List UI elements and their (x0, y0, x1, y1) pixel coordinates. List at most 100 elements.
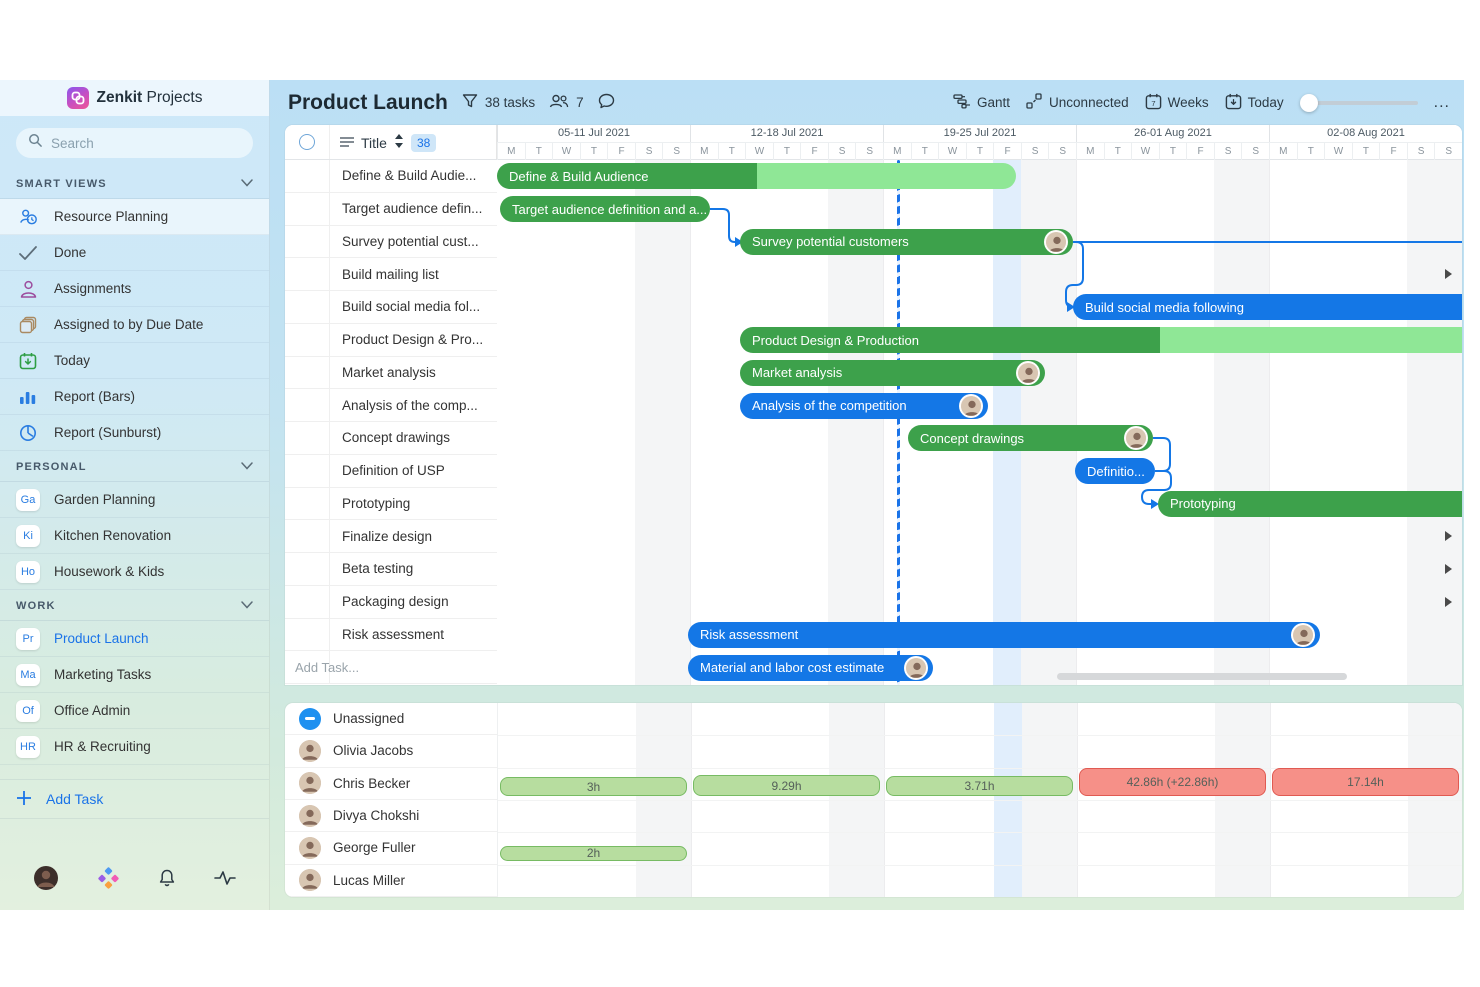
add-task-inline[interactable]: Add Task... (295, 659, 360, 675)
offscreen-task-arrow[interactable] (1445, 531, 1452, 542)
filter-funnel-icon[interactable] (462, 93, 478, 112)
task-row[interactable]: Target audience defin... (285, 192, 497, 226)
sidebar-item-report-bars-[interactable]: Report (Bars) (0, 379, 269, 415)
task-name[interactable]: Build social media fol... (342, 299, 481, 315)
task-name[interactable]: Definition of USP (342, 463, 445, 479)
task-name[interactable]: Product Design & Pro... (342, 332, 484, 348)
task-checkbox-cell[interactable] (285, 422, 330, 454)
sidebar-item-assignments[interactable]: Assignments (0, 271, 269, 307)
task-row[interactable]: Finalize design (285, 520, 497, 553)
add-task-button[interactable]: Add Task (0, 779, 269, 819)
toolbar-gantt-button[interactable]: Gantt (953, 93, 1010, 112)
offscreen-task-arrow[interactable] (1445, 596, 1452, 607)
task-checkbox-cell[interactable] (285, 454, 330, 487)
task-checkbox-cell[interactable] (285, 356, 330, 389)
resource-row[interactable]: Lucas Miller (285, 865, 497, 897)
assignee-avatar[interactable] (1016, 360, 1040, 385)
activity-pulse-icon[interactable] (214, 869, 237, 892)
toolbar-today-button[interactable]: Today (1225, 93, 1284, 113)
section-header-personal[interactable]: PERSONAL (0, 451, 269, 482)
task-row[interactable]: Define & Build Audie... (285, 160, 497, 193)
apps-icon[interactable] (96, 866, 120, 895)
task-row[interactable]: Risk assessment (285, 618, 497, 652)
more-options-button[interactable]: ... (1433, 93, 1450, 111)
resource-row[interactable]: George Fuller (285, 832, 497, 865)
task-name[interactable]: Risk assessment (342, 626, 445, 642)
task-name[interactable]: Analysis of the comp... (342, 397, 478, 413)
sidebar-item-report-sunburst-[interactable]: Report (Sunburst) (0, 415, 269, 451)
task-name[interactable]: Packaging design (342, 594, 449, 610)
horizontal-scrollbar[interactable] (1057, 673, 1347, 680)
sidebar-item-resource-planning[interactable]: Resource Planning (0, 199, 269, 235)
gantt-bar-material-and-labor-cost-estimate[interactable]: Material and labor cost estimate (688, 654, 933, 681)
notifications-bell-icon[interactable] (157, 868, 177, 893)
workload-bar-overload[interactable]: 17.14h (1272, 768, 1459, 796)
gantt-bar-risk-assessment[interactable]: Risk assessment (688, 621, 1320, 648)
task-row[interactable]: Prototyping (285, 487, 497, 521)
task-checkbox-cell[interactable] (285, 225, 330, 258)
search-input[interactable]: Search (16, 128, 253, 158)
gantt-bar-definitio[interactable]: Definitio... (1075, 458, 1155, 485)
zoom-slider-knob[interactable] (1299, 93, 1318, 112)
task-name[interactable]: Build mailing list (342, 266, 439, 282)
task-checkbox-cell[interactable] (285, 291, 330, 323)
task-row[interactable]: Build social media fol... (285, 291, 497, 324)
assignee-avatar[interactable] (1291, 622, 1315, 647)
title-column-header[interactable]: Title (361, 134, 387, 151)
task-name[interactable]: Define & Build Audie... (342, 168, 477, 184)
user-avatar[interactable] (33, 865, 59, 896)
assignee-avatar[interactable] (959, 393, 983, 418)
assignee-avatar[interactable] (904, 655, 928, 680)
hamburger-icon[interactable] (340, 135, 354, 151)
task-name[interactable]: Target audience defin... (342, 201, 483, 217)
offscreen-task-arrow[interactable] (1445, 564, 1452, 574)
gantt-bar-market-analysis[interactable]: Market analysis (740, 359, 1045, 386)
sidebar-item-today[interactable]: Today (0, 343, 269, 379)
task-name[interactable]: Survey potential cust... (342, 233, 479, 249)
comments-icon[interactable] (598, 93, 615, 112)
workload-bar-ok[interactable]: 3.71h (886, 776, 1073, 796)
task-checkbox-cell[interactable] (285, 585, 330, 618)
section-header-work[interactable]: WORK (0, 590, 269, 621)
gantt-bar-target-audience-definition-and-a[interactable]: Target audience definition and a... (500, 196, 710, 223)
assignee-avatar[interactable] (1044, 229, 1068, 254)
task-row[interactable]: Product Design & Pro... (285, 323, 497, 357)
resource-row[interactable]: Unassigned (285, 703, 497, 736)
task-checkbox-cell[interactable] (285, 520, 330, 552)
workload-bar-ok[interactable]: 2h (500, 845, 687, 861)
assignee-avatar[interactable] (1124, 426, 1148, 451)
resource-row[interactable]: Divya Chokshi (285, 800, 497, 833)
sidebar-item-done[interactable]: Done (0, 235, 269, 271)
task-row[interactable]: Survey potential cust... (285, 225, 497, 259)
task-row[interactable]: Market analysis (285, 356, 497, 390)
task-name[interactable]: Concept drawings (342, 430, 451, 446)
task-checkbox-cell[interactable] (285, 258, 330, 290)
gantt-bar-build-social-media-following[interactable]: Build social media following (1073, 294, 1462, 321)
offscreen-task-arrow[interactable] (1445, 269, 1452, 280)
resource-row[interactable]: Chris Becker (285, 768, 497, 800)
gantt-bar-prototyping[interactable]: Prototyping (1158, 490, 1462, 517)
task-row[interactable]: Packaging design (285, 585, 497, 619)
workload-bar-ok[interactable]: 3h (500, 777, 687, 796)
task-name[interactable]: Beta testing (342, 561, 414, 577)
task-checkbox-cell[interactable] (285, 618, 330, 651)
workload-bar-overload[interactable]: 42.86h (+22.86h) (1079, 768, 1266, 796)
task-row[interactable]: Add Task... (285, 651, 497, 684)
task-name[interactable]: Prototyping (342, 495, 411, 511)
task-name[interactable]: Market analysis (342, 364, 436, 380)
select-all-circle[interactable] (299, 134, 315, 150)
gantt-bar-define-build-audience[interactable]: Define & Build Audience (497, 163, 757, 190)
task-row[interactable]: Analysis of the comp... (285, 389, 497, 422)
task-checkbox-cell[interactable] (285, 553, 330, 585)
task-row[interactable]: Build mailing list (285, 258, 497, 291)
sidebar-item-assigned-to-by-due-date[interactable]: Assigned to by Due Date (0, 307, 269, 343)
task-row[interactable]: Concept drawings (285, 422, 497, 455)
